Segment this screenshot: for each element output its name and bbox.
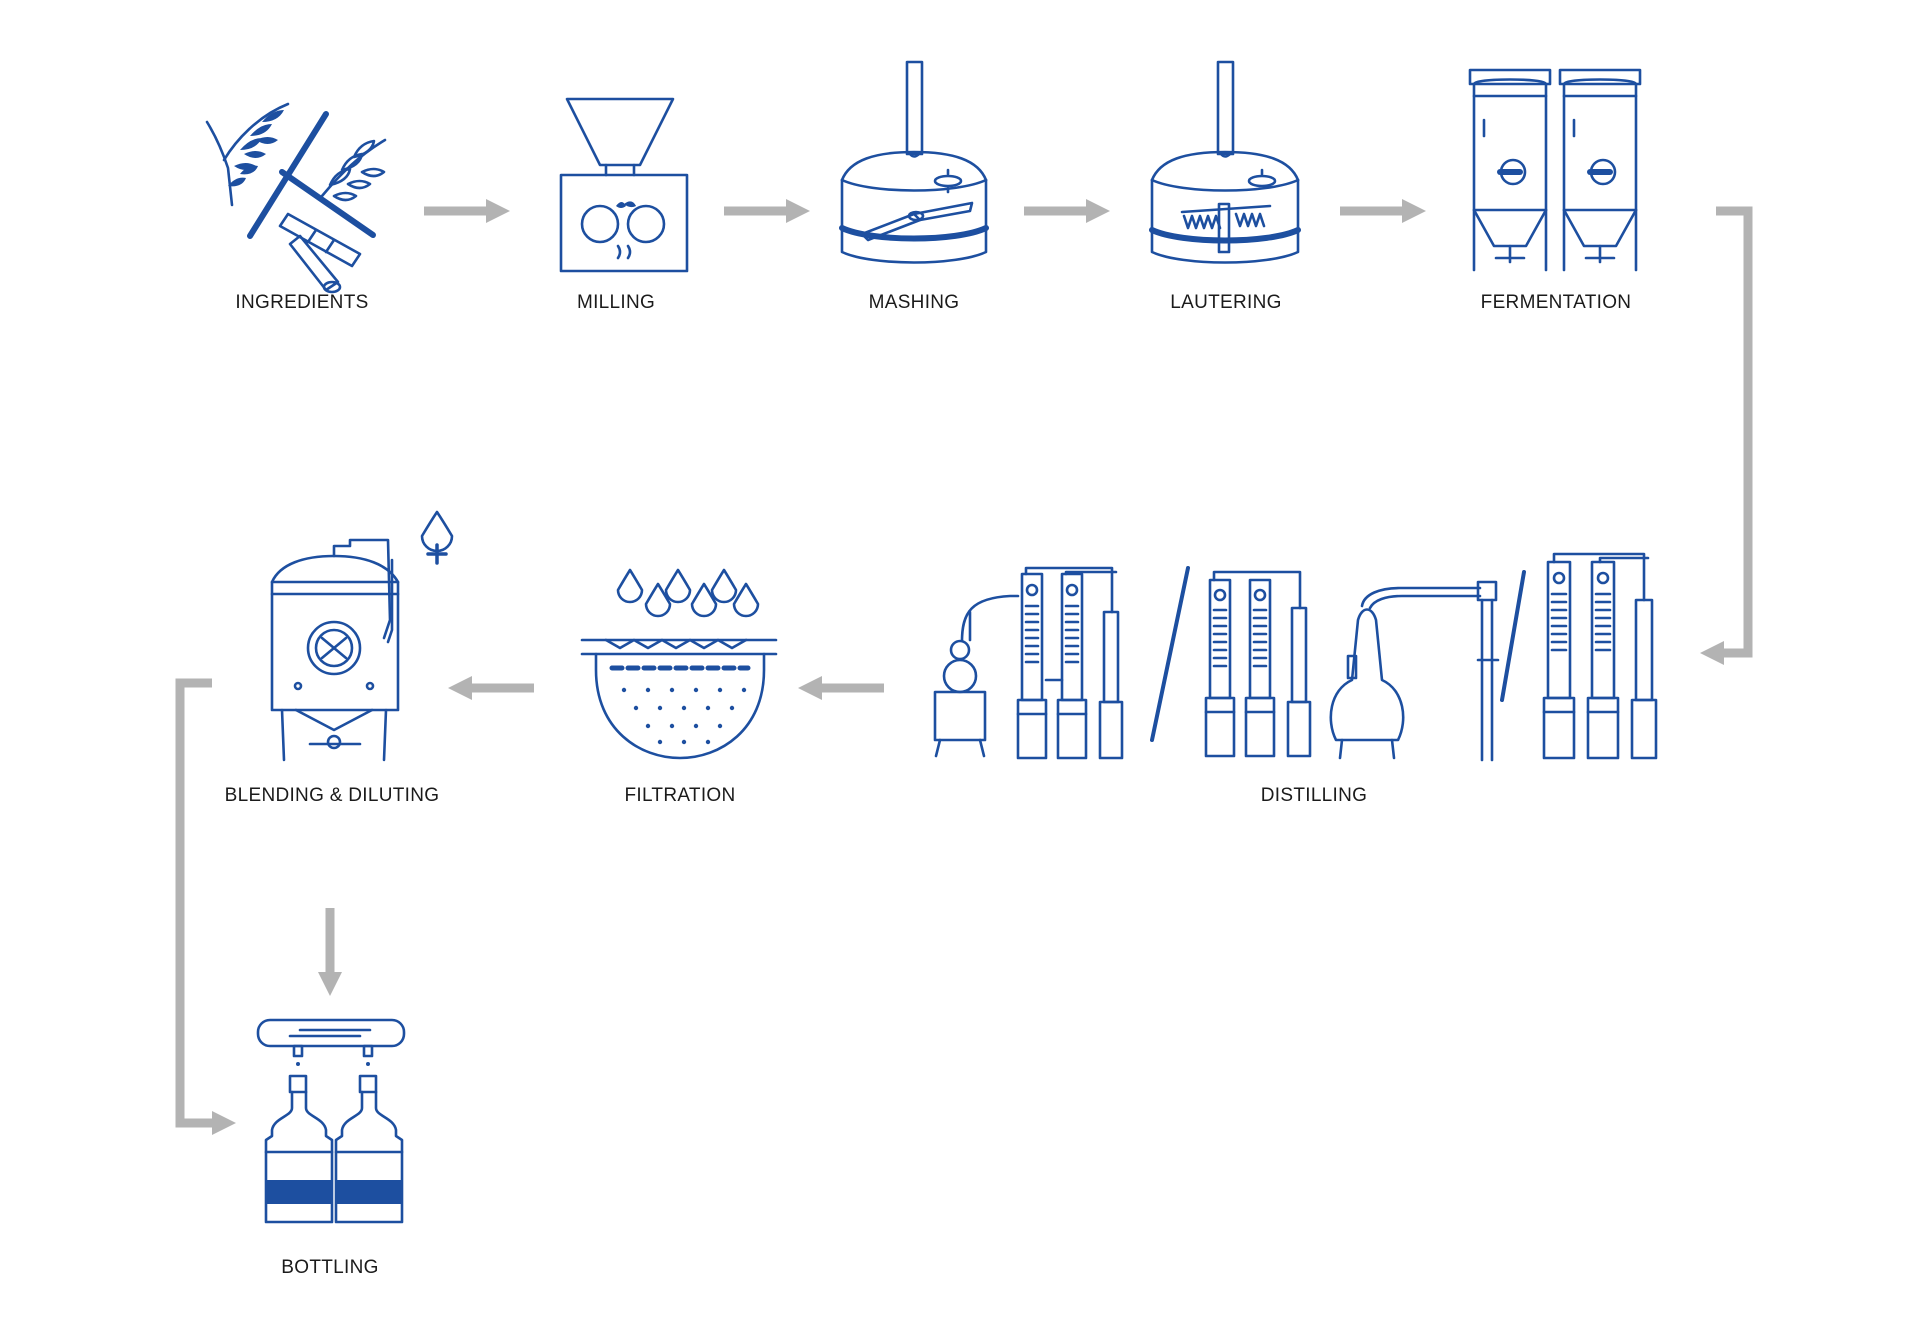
bottles-icon — [256, 1018, 406, 1224]
still-columns-icon — [933, 552, 1658, 762]
arrow-fermentation-to-distilling — [1700, 206, 1753, 665]
mill-icon — [559, 97, 689, 273]
arrow-ingredients-to-milling — [424, 199, 510, 223]
arrow-blending-to-bottling — [175, 678, 236, 1135]
arrow-filtration-to-blending — [448, 676, 534, 700]
label-bottling: BOTTLING — [281, 1257, 379, 1278]
label-distilling: DISTILLING — [1260, 785, 1368, 806]
label-ingredients: INGREDIENTS — [235, 292, 369, 313]
label-fermentation: FERMENTATION — [1480, 292, 1632, 313]
label-milling: MILLING — [576, 292, 656, 313]
label-blending-diluting: BLENDING & DILUTING — [224, 785, 440, 806]
arrow-mashing-to-lautering — [1024, 199, 1110, 223]
arrow-lautering-to-fermentation — [1340, 199, 1426, 223]
fermentation-tanks-icon — [1468, 68, 1642, 272]
filter-icon — [580, 568, 778, 760]
lauter-tun-icon — [1149, 60, 1301, 264]
label-filtration: FILTRATION — [624, 785, 736, 806]
label-lautering: LAUTERING — [1170, 292, 1282, 313]
arrow-down-to-bottling — [318, 908, 342, 996]
label-mashing: MASHING — [868, 292, 960, 313]
blending-tank-icon — [270, 510, 454, 762]
arrow-distilling-to-filtration — [798, 676, 884, 700]
mash-tun-icon — [839, 60, 989, 264]
arrow-milling-to-mashing — [724, 199, 810, 223]
grain-and-sugarcane-icon — [205, 102, 387, 294]
